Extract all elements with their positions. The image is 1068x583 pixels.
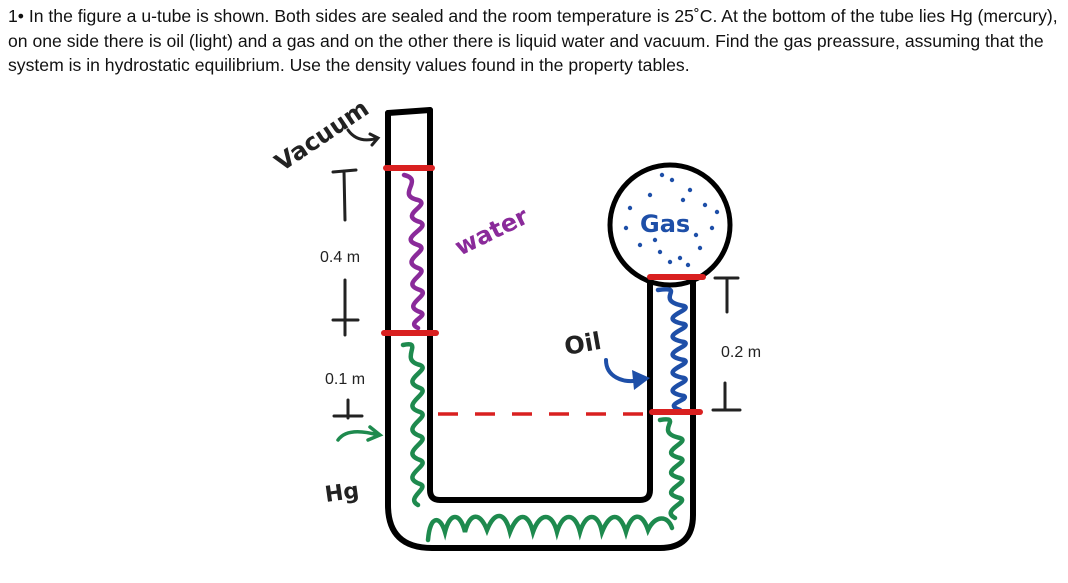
gas-bulb — [607, 162, 733, 288]
interface-lines — [381, 165, 706, 415]
gas-particles — [623, 172, 720, 268]
dimension-markers-right — [711, 276, 742, 412]
mercury-column-bottom — [425, 513, 675, 543]
oil-arrowhead-icon — [632, 370, 650, 390]
mercury-column-right — [657, 417, 685, 521]
mercury-column-left — [400, 341, 425, 508]
vacuum-arrow-icon — [346, 128, 381, 147]
problem-statement: 1• In the figure a u-tube is shown. Both… — [8, 4, 1058, 78]
u-tube-outline — [385, 107, 696, 551]
dimension-markers-left — [331, 168, 364, 420]
problem-number: 1• — [8, 6, 24, 26]
mercury-label: Hg — [323, 478, 360, 508]
water-label: water — [450, 202, 532, 261]
oil-column — [655, 287, 688, 413]
mercury-arrow-icon — [336, 425, 384, 442]
problem-text: In the figure a u-tube is shown. Both si… — [8, 6, 1058, 75]
vacuum-label: Vacuum — [270, 94, 374, 177]
water-column — [401, 172, 425, 331]
oil-height-label: 0.2 m — [721, 344, 761, 361]
mercury-height-label: 0.1 m — [325, 371, 365, 388]
water-height-label: 0.4 m — [320, 249, 360, 266]
oil-label: Oil — [562, 327, 603, 361]
gas-label: Gas — [640, 210, 690, 238]
